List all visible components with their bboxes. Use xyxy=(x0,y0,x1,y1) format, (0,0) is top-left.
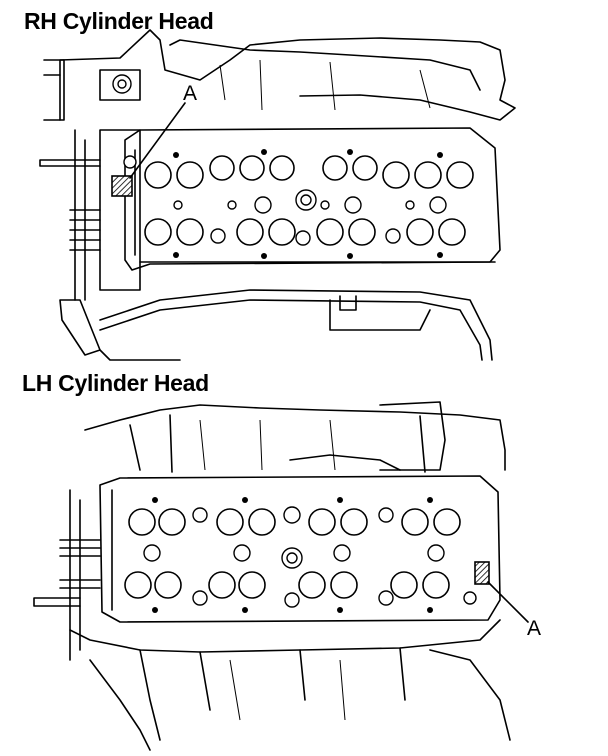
lh-callout-leader xyxy=(487,581,529,623)
lh-upper-port-row xyxy=(128,508,461,536)
rh-lower-port-row xyxy=(144,218,466,246)
rh-upper-port-row xyxy=(144,155,474,189)
rh-cylinder-head-title: RH Cylinder Head xyxy=(24,8,214,34)
lh-cylinder-head-title: LH Cylinder Head xyxy=(22,370,209,396)
lh-cylinder-head-drawing xyxy=(33,401,529,751)
rh-callout-label-a: A xyxy=(183,82,198,105)
lh-callout-label-a: A xyxy=(527,617,542,640)
lh-mark-a-area xyxy=(474,561,490,585)
rh-bolt-holes xyxy=(123,149,447,259)
rh-callout-leader xyxy=(129,102,186,179)
rh-mark-a-area xyxy=(111,175,133,197)
lh-bolt-holes xyxy=(143,497,477,613)
rh-cylinder-head-drawing xyxy=(39,29,516,361)
lh-lower-port-row xyxy=(124,571,450,599)
